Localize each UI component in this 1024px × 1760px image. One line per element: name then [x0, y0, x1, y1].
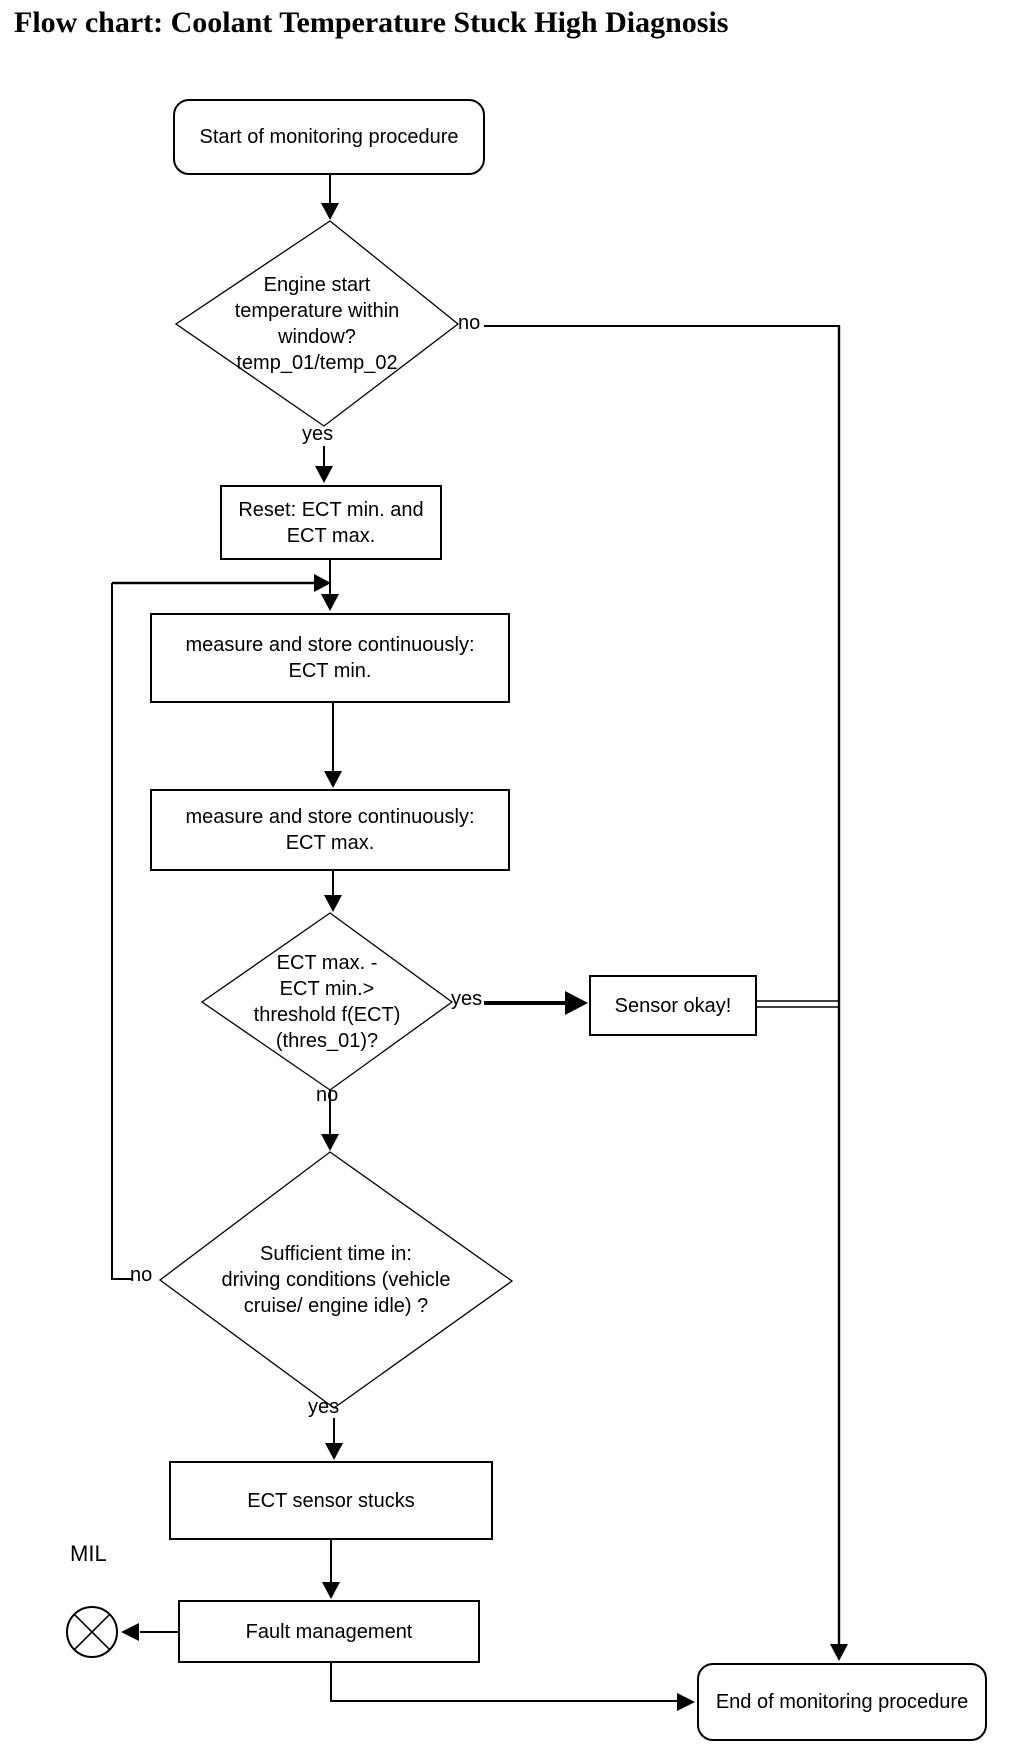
node-start: Start of monitoring procedure	[173, 99, 485, 175]
edge-label-engine-window-no: no	[458, 312, 481, 334]
node-reset-label: Reset: ECT min. and ECT max.	[238, 498, 424, 547]
edge-label-time-no: no	[130, 1264, 153, 1286]
node-end: End of monitoring procedure	[697, 1663, 987, 1741]
arrowhead-into-sensor-stuck	[325, 1443, 343, 1460]
arrowhead-into-end-top	[830, 1644, 848, 1661]
arrowhead-into-measure-max	[324, 771, 342, 788]
node-sensor-okay-label: Sensor okay!	[614, 994, 732, 1017]
arrowhead-into-threshold	[324, 895, 342, 912]
node-threshold-decision-shape	[200, 912, 454, 1091]
node-time-decision: Sufficient time in: driving conditions (…	[160, 1152, 512, 1408]
page-title: Flow chart: Coolant Temperature Stuck Hi…	[14, 6, 729, 39]
arrowhead-into-mil	[121, 1623, 139, 1641]
node-engine-window-decision: Engine start temperature within window? …	[176, 221, 458, 426]
mil-lamp-cross-line-2	[73, 1613, 111, 1651]
arrowhead-into-measure-min	[321, 594, 339, 611]
node-sensor-stuck-label: ECT sensor stucks	[247, 1489, 415, 1512]
edge-label-time-yes: yes	[308, 1396, 340, 1418]
arrowhead-into-time-check	[321, 1134, 339, 1151]
arrowhead-into-reset	[315, 466, 333, 483]
node-fault-management-label: Fault management	[245, 1620, 413, 1643]
node-measure-min-label: measure and store continuously: ECT min.	[185, 634, 475, 682]
arrowhead-into-sensor-okay	[565, 991, 588, 1015]
node-engine-window-decision-shape	[174, 220, 460, 427]
node-time-decision-shape	[158, 1151, 514, 1409]
node-threshold-decision: ECT max. - ECT min.> threshold f(ECT) (t…	[202, 913, 452, 1090]
edge-label-threshold-no: no	[316, 1084, 339, 1106]
node-end-label: End of monitoring procedure	[715, 1691, 969, 1713]
arrowhead-into-engine-window	[321, 203, 339, 220]
node-time-label: Sufficient time in: driving conditions (…	[221, 1243, 451, 1317]
node-start-label: Start of monitoring procedure	[199, 126, 459, 148]
node-sensor-okay: Sensor okay!	[589, 975, 757, 1036]
node-sensor-stuck: ECT sensor stucks	[169, 1461, 493, 1540]
arrowhead-into-fault	[322, 1582, 340, 1599]
node-reset: Reset: ECT min. and ECT max.	[220, 485, 442, 560]
edge-label-threshold-yes: yes	[451, 988, 483, 1010]
edge-label-engine-window-yes: yes	[302, 423, 334, 445]
node-fault-management: Fault management	[178, 1600, 480, 1663]
arrowhead-into-end-left	[677, 1693, 695, 1711]
node-threshold-label: ECT max. - ECT min.> threshold f(ECT) (t…	[253, 951, 401, 1052]
node-measure-min: measure and store continuously: ECT min.	[150, 613, 510, 703]
mil-indicator-label: MIL	[70, 1541, 107, 1566]
node-measure-max-label: measure and store continuously: ECT max.	[185, 806, 475, 854]
node-engine-window-label: Engine start temperature within window? …	[234, 273, 400, 374]
node-measure-max: measure and store continuously: ECT max.	[150, 789, 510, 871]
arrowhead-loop-junction	[314, 574, 331, 592]
